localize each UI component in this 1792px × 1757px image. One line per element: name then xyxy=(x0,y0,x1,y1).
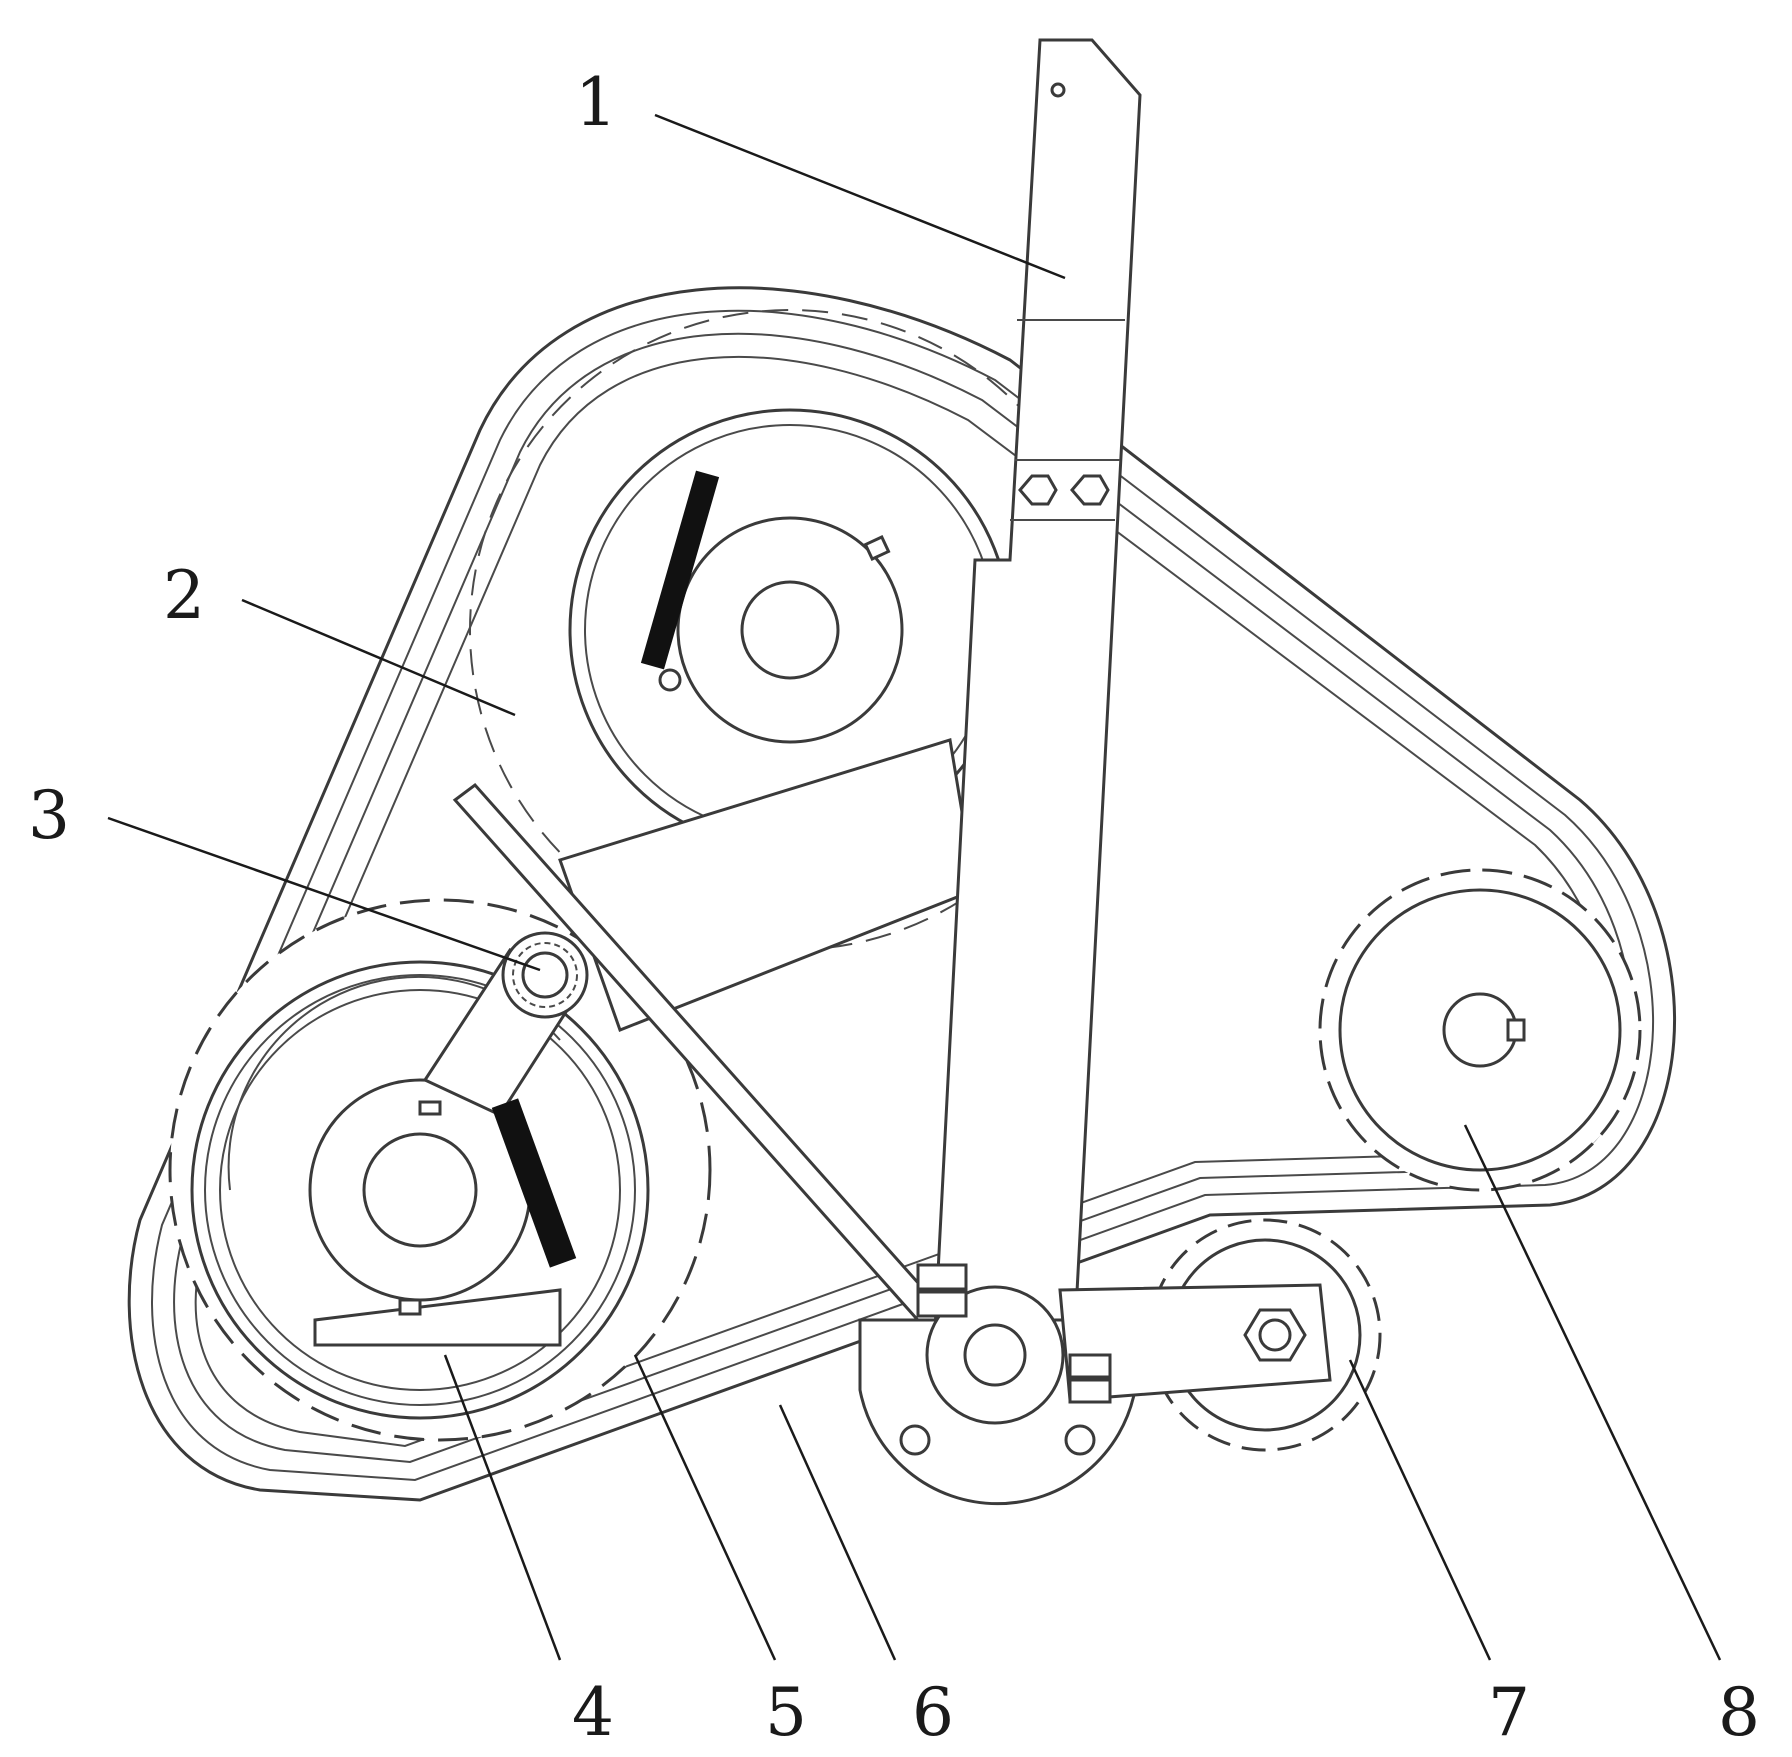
label-1: 1 xyxy=(575,64,617,141)
top-drum xyxy=(640,470,904,744)
label-3: 3 xyxy=(28,777,70,854)
leader-2 xyxy=(241,598,516,717)
leader-7 xyxy=(1348,1359,1492,1661)
leader-8 xyxy=(1463,1124,1722,1661)
drum-4 xyxy=(190,947,650,1420)
leader-4 xyxy=(443,1354,562,1661)
leader-5 xyxy=(633,1354,777,1661)
part-labels: 1 2 3 4 5 6 7 8 xyxy=(28,64,1760,1751)
sprocket-8 xyxy=(1318,868,1642,1192)
label-7: 7 xyxy=(1488,1674,1530,1751)
label-8: 8 xyxy=(1718,1674,1760,1751)
leader-3 xyxy=(107,816,541,972)
leader-1 xyxy=(654,113,1066,280)
label-5: 5 xyxy=(765,1674,807,1751)
bearing-3 xyxy=(501,931,589,1019)
leader-lines xyxy=(107,113,1722,1661)
label-4: 4 xyxy=(572,1674,614,1751)
pivot-base xyxy=(858,1263,1332,1506)
label-2: 2 xyxy=(163,557,205,634)
leader-6 xyxy=(778,1404,897,1661)
label-6: 6 xyxy=(912,1674,954,1751)
